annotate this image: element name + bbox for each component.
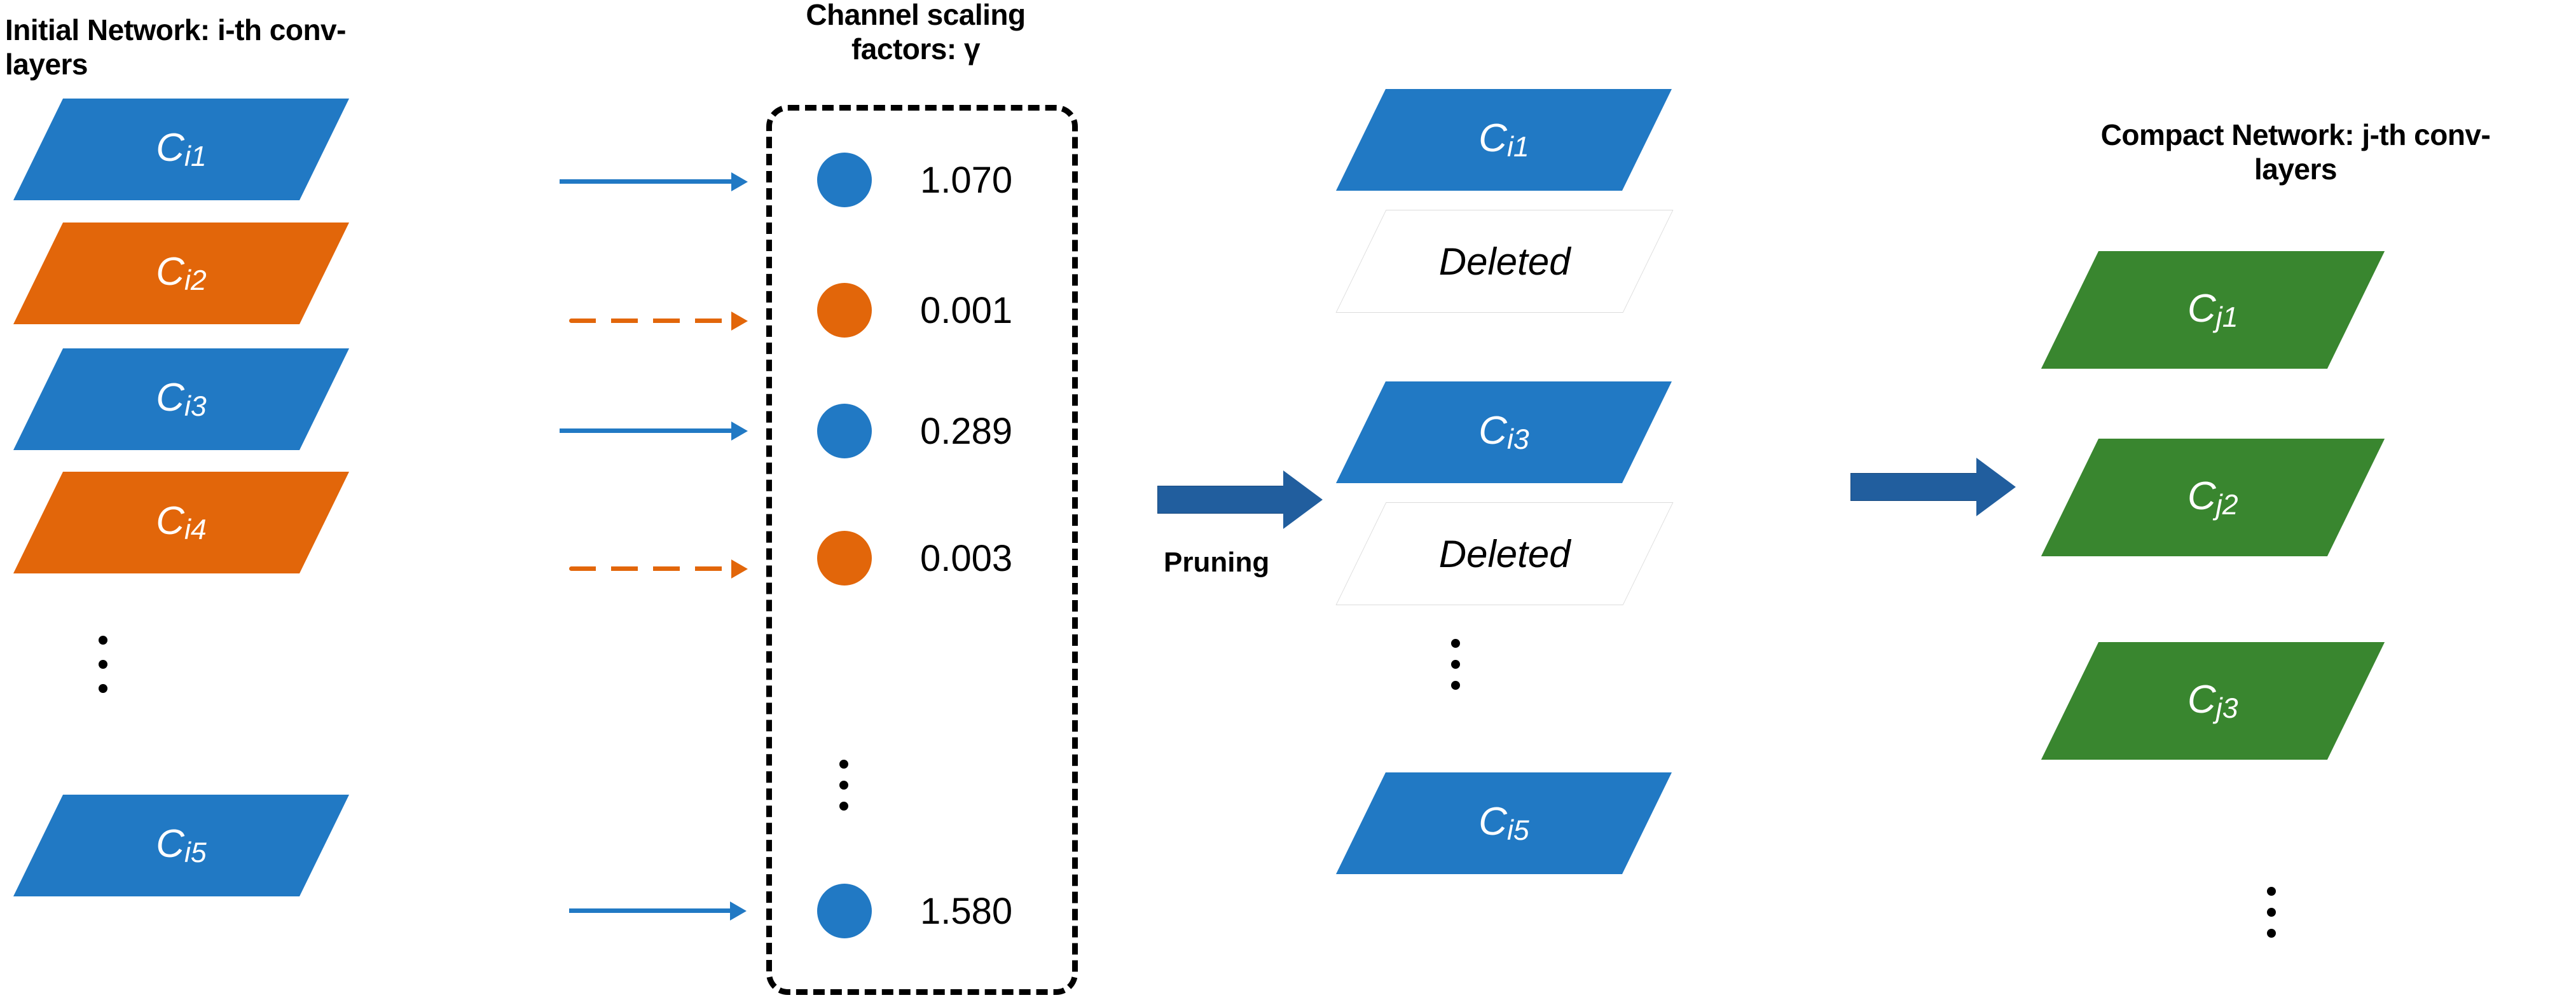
scaling-factor-value: 0.289	[920, 410, 1013, 452]
channel-dot	[817, 531, 872, 586]
scaling-factor-value: 0.001	[920, 289, 1013, 331]
channel-dot	[817, 884, 872, 938]
arrow-tail	[1850, 473, 1978, 501]
compact-layer-cj3[interactable]: Cj3	[2041, 642, 2385, 760]
ellipsis-dot	[839, 760, 848, 769]
arrow-head	[730, 901, 747, 921]
arrow-head	[731, 421, 748, 441]
pruning-caption: Pruning	[1164, 547, 1270, 578]
scaling-factor-row-3[interactable]: 0.289	[817, 404, 1012, 458]
initial-network-heading: Initial Network: i-th conv-layers	[5, 13, 346, 81]
layer-label: Ci2	[156, 250, 207, 297]
channel-scaling-heading: Channel scaling factors: γ	[806, 0, 1026, 66]
ellipsis-dot	[99, 660, 107, 669]
layer-label: Cj1	[2187, 286, 2238, 334]
ellipsis-dot	[1451, 639, 1460, 648]
channel-dot	[817, 404, 872, 458]
pruned-layer-ci3[interactable]: Ci3	[1335, 381, 1672, 483]
scaling-factor-value: 1.070	[920, 159, 1013, 201]
arrow-head	[1976, 458, 2016, 516]
ellipsis-dot	[2267, 908, 2276, 917]
arrow-shaft	[569, 908, 731, 913]
deleted-label: Deleted	[1438, 532, 1571, 575]
scaling-factor-row-2[interactable]: 0.001	[817, 283, 1012, 338]
ellipsis-dot	[99, 684, 107, 693]
arrow-head	[1283, 470, 1323, 529]
arrow-shaft	[560, 428, 733, 433]
scaling-factor-row-4[interactable]: 0.003	[817, 531, 1012, 586]
arrow-head	[731, 172, 748, 191]
arrow-shaft	[569, 566, 728, 571]
channel-dot	[817, 283, 872, 338]
compact-layer-cj1[interactable]: Cj1	[2041, 251, 2385, 369]
arrow-shaft	[560, 179, 733, 184]
pruned-network-ellipsis	[1451, 639, 1460, 690]
arrow-shaft	[569, 319, 728, 323]
layer-label: Ci1	[156, 126, 207, 173]
layer-label: Ci4	[156, 499, 207, 546]
initial-layer-ci2[interactable]: Ci2	[13, 223, 350, 324]
ellipsis-dot	[2267, 887, 2276, 896]
ellipsis-dot	[1451, 681, 1460, 690]
ellipsis-dot	[839, 781, 848, 790]
deleted-label: Deleted	[1438, 240, 1571, 283]
compact-transition-arrow	[1850, 458, 2016, 516]
compact-layer-cj2[interactable]: Cj2	[2041, 439, 2385, 556]
scaling-factors-ellipsis	[839, 760, 848, 811]
pruned-layer-ci1[interactable]: Ci1	[1335, 89, 1672, 191]
pruned-layer-deleted-1[interactable]: Deleted	[1335, 210, 1674, 313]
layer-label: Ci5	[156, 822, 207, 869]
ellipsis-dot	[99, 636, 107, 645]
layer-label: Ci3	[1478, 409, 1529, 456]
channel-dot	[817, 153, 872, 207]
compact-network-ellipsis	[2267, 887, 2276, 938]
pruned-layer-deleted-2[interactable]: Deleted	[1335, 502, 1674, 605]
scaling-factor-row-1[interactable]: 1.070	[817, 153, 1012, 207]
scaling-factor-value: 0.003	[920, 537, 1013, 579]
initial-layer-ci4[interactable]: Ci4	[13, 472, 350, 573]
pruned-layer-ci5[interactable]: Ci5	[1335, 772, 1672, 874]
arrow-head	[731, 559, 748, 579]
arrow-ci3-to-gamma	[560, 420, 750, 441]
ellipsis-dot	[2267, 929, 2276, 938]
initial-network-ellipsis	[99, 636, 107, 693]
pruning-arrow	[1157, 470, 1323, 529]
ellipsis-dot	[839, 802, 848, 811]
initial-layer-ci5[interactable]: Ci5	[13, 795, 350, 896]
arrow-tail	[1157, 486, 1285, 514]
scaling-factors-box	[766, 105, 1078, 995]
scaling-factor-row-5[interactable]: 1.580	[817, 884, 1012, 938]
layer-label: Ci1	[1478, 116, 1529, 163]
layer-label: Cj3	[2187, 677, 2238, 725]
arrow-ci1-to-gamma	[560, 170, 750, 192]
layer-label: Cj2	[2187, 474, 2238, 521]
scaling-factor-value: 1.580	[920, 890, 1013, 932]
ellipsis-dot	[1451, 660, 1460, 669]
arrow-ci5-to-gamma	[569, 900, 760, 921]
layer-label: Ci5	[1478, 800, 1529, 847]
compact-network-heading: Compact Network: j-th conv- layers	[2100, 118, 2491, 186]
initial-layer-ci3[interactable]: Ci3	[13, 348, 350, 450]
arrow-head	[731, 312, 748, 331]
arrow-ci4-to-gamma	[569, 558, 754, 579]
initial-layer-ci1[interactable]: Ci1	[13, 99, 350, 200]
layer-label: Ci3	[156, 376, 207, 423]
arrow-ci2-to-gamma	[569, 310, 754, 331]
